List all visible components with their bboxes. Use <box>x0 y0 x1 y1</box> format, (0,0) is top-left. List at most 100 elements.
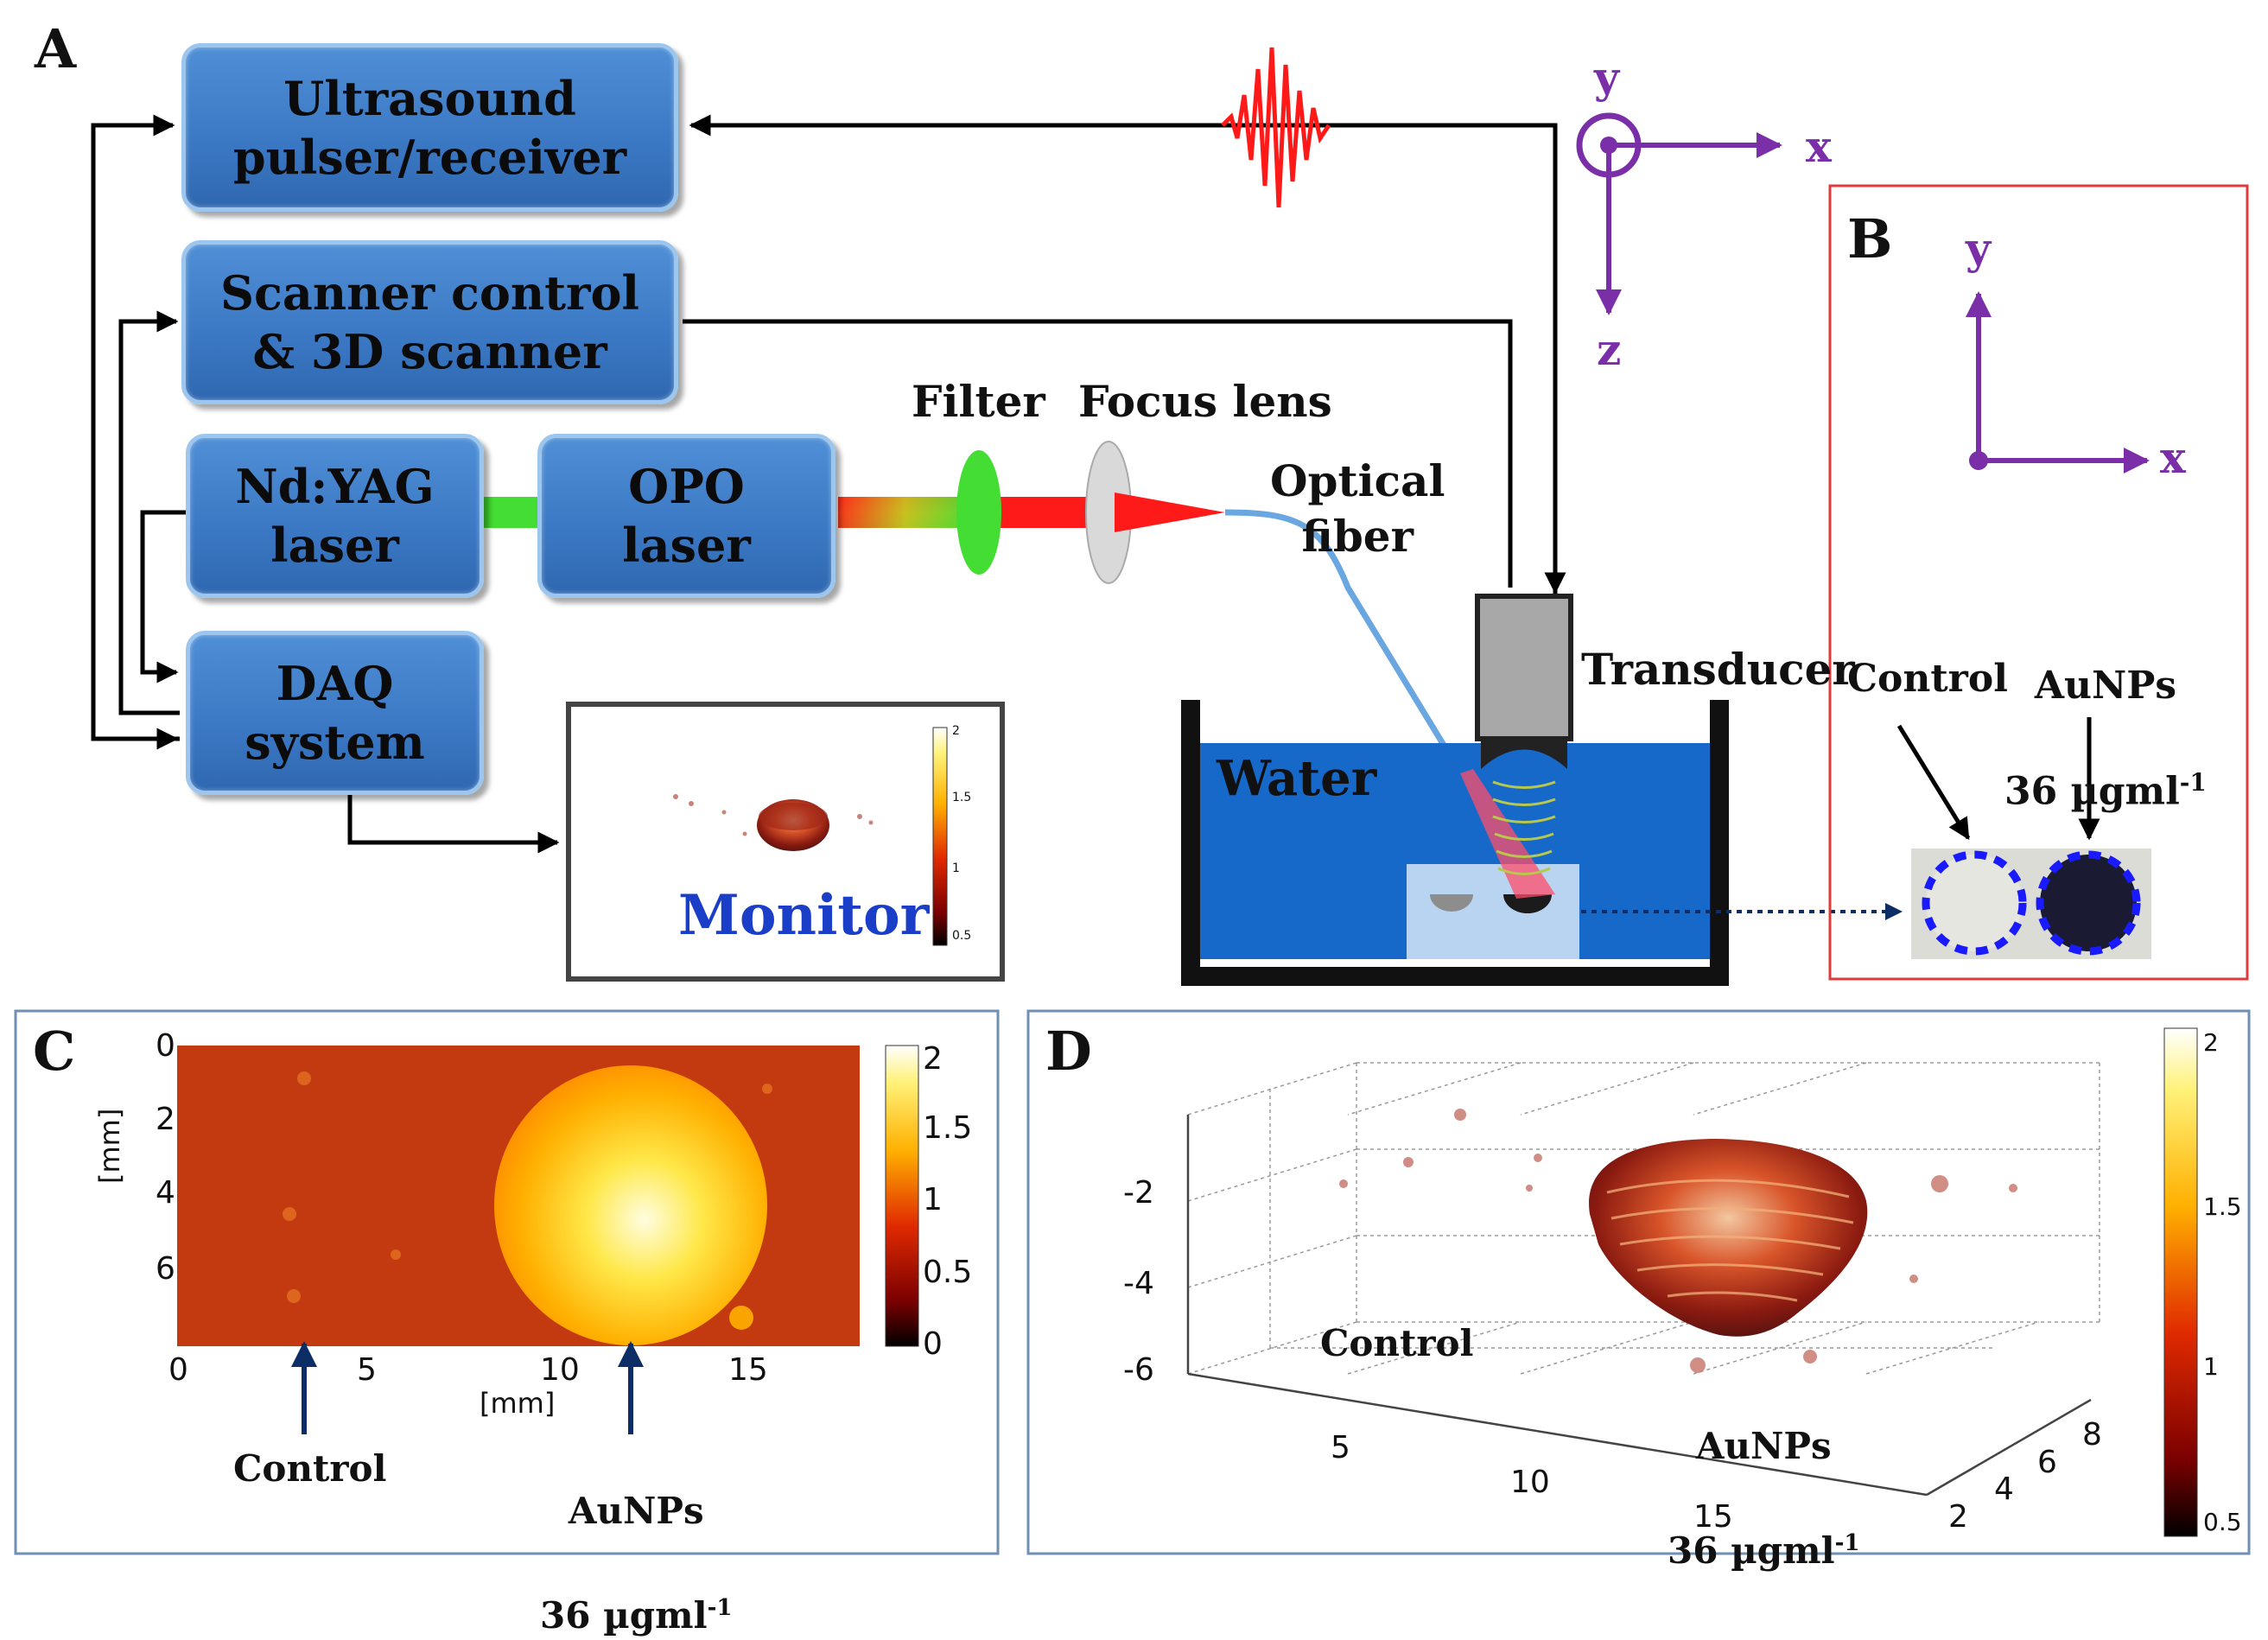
panel-d-aunps-exp: -1 <box>1834 1530 1860 1556</box>
transducer-body <box>1475 594 1573 741</box>
axis-label-y-top: y <box>1594 52 1620 103</box>
control-well <box>1922 850 2027 956</box>
monitor-cbar-tick: 2 <box>952 724 960 738</box>
monitor-cbar-tick: 1 <box>952 861 960 875</box>
panel-c-aunps-exp: -1 <box>707 1595 733 1621</box>
panel-d-xtick: 15 <box>1693 1499 1733 1535</box>
focus-cone <box>1115 493 1225 532</box>
panel-c-aunps-label: AuNPs 36 µgml-1 <box>540 1439 732 1640</box>
connector-daq-ultrasound <box>91 114 180 741</box>
panel-d-ztick: -4 <box>1123 1266 1154 1301</box>
axis-label-z-top: z <box>1597 324 1622 375</box>
diagram-lines <box>14 47 2251 1555</box>
panel-label-a: A <box>35 17 77 80</box>
transducer-face <box>1481 739 1567 769</box>
monitor-label: Monitor <box>678 883 930 948</box>
panel-d-grid <box>1187 1062 2100 1375</box>
daq-system-box: DAQ system <box>186 631 484 795</box>
panel-c-xtick: 0 <box>168 1352 188 1388</box>
panel-c-control-label: Control <box>233 1447 387 1490</box>
panel-b-aunps-label: AuNPs 36 µgml-1 <box>2004 613 2207 817</box>
panel-c-xlabel: [mm] <box>480 1387 556 1420</box>
green-beam-link <box>484 497 537 528</box>
optical-fiber-label: Optical fiber <box>1270 455 1445 562</box>
panel-d-axes <box>1186 1115 2092 1497</box>
aunp-well <box>2036 850 2141 956</box>
panel-d-ytick: 6 <box>2037 1445 2057 1480</box>
panel-label-c: C <box>33 1020 76 1083</box>
panel-d-xtick: 10 <box>1510 1465 1550 1500</box>
panel-d-aunps-line1: AuNPs <box>1695 1425 1832 1467</box>
panel-c-cbar-tick: 0 <box>923 1326 943 1362</box>
panel-c-cbar-tick: 1 <box>923 1182 943 1217</box>
panel-d-ztick: -6 <box>1123 1352 1154 1388</box>
panel-d-cbar-tick: 1 <box>2203 1352 2219 1381</box>
connector-scanner-transducer <box>683 319 1513 588</box>
acoustic-waves <box>1492 780 1556 875</box>
filter-label: Filter <box>912 376 1045 427</box>
panel-c-aunps-line2: 36 µgml <box>540 1594 708 1637</box>
illumination-cone <box>1460 769 1555 899</box>
beam-gradient-h <box>838 497 972 528</box>
panel-d-volume-striations <box>1606 1179 1854 1302</box>
panel-c-ylabel: [mm] <box>93 1108 126 1184</box>
panel-d-cbar-tick: 0.5 <box>2203 1508 2242 1536</box>
ndyag-laser-box: Nd:YAG laser <box>186 434 484 598</box>
phantom-aunp-well <box>1503 894 1552 913</box>
panel-c-ytick: 0 <box>156 1028 175 1064</box>
phantom-control-well <box>1430 894 1473 912</box>
water-label: Water <box>1217 750 1377 807</box>
panel-b-frame <box>1828 184 2249 981</box>
axis-label-x-top: x <box>1806 121 1832 172</box>
connector-daq-scanner <box>118 310 180 715</box>
panel-c-xtick: 5 <box>357 1352 377 1388</box>
panel-c-aunps-line1: AuNPs <box>568 1490 704 1532</box>
panel-d-frame <box>1026 1009 2251 1555</box>
opo-laser-box: OPO laser <box>537 434 835 598</box>
phantom <box>1407 864 1579 959</box>
panel-label-d: D <box>1045 1020 1092 1083</box>
panel-d-specks <box>1339 1109 2017 1373</box>
panel-c-frame <box>14 1009 1000 1555</box>
panel-c-cbar-tick: 0.5 <box>923 1255 973 1290</box>
monitor-cbar-tick: 1.5 <box>952 791 972 804</box>
rf-pulse <box>1221 47 1331 208</box>
panel-c-xtick: 10 <box>540 1352 580 1388</box>
panel-b-aunps-line1: AuNPs <box>2034 664 2177 708</box>
ultrasound-pulser-receiver-box: Ultrasound pulser/receiver <box>181 43 678 212</box>
panel-c-aunp-spot <box>494 1065 767 1345</box>
monitor-colorbar <box>932 727 948 946</box>
figure-canvas: A B C D Ultrasound pulser/receiver Scann… <box>14 17 2251 1637</box>
panel-d-cbar-tick: 1.5 <box>2203 1192 2242 1221</box>
focus-lens-label: Focus lens <box>1078 376 1332 427</box>
panel-b-control-label: Control <box>1847 657 2008 701</box>
arrow-control <box>1896 724 1971 841</box>
optical-fiber <box>1224 509 1471 788</box>
panel-d-ztick: -2 <box>1123 1175 1154 1211</box>
connector-ndyag-daq <box>140 510 186 683</box>
panel-d-colorbar <box>2163 1027 2198 1537</box>
panel-d-ytick: 2 <box>1948 1499 1968 1535</box>
panel-c-colorbar <box>885 1045 919 1347</box>
transducer-label: Transducer <box>1581 644 1855 695</box>
panel-c-cbar-tick: 1.5 <box>923 1110 973 1146</box>
panel-d-ytick: 8 <box>2082 1417 2102 1452</box>
connector-daq-monitor <box>347 795 560 854</box>
panel-label-b: B <box>1847 207 1893 270</box>
panel-c-cbar-tick: 2 <box>923 1041 943 1077</box>
monitor-volume-top <box>759 803 828 830</box>
panel-d-aunps-line2: 36 µgml <box>1668 1529 1835 1572</box>
axis-label-y-b: y <box>1966 223 1992 274</box>
tank <box>1181 700 1729 986</box>
axis-b-origin <box>1969 451 1988 470</box>
panel-d-aunps-label: AuNPs 36 µgml-1 <box>1668 1374 1859 1575</box>
panel-c-ytick: 4 <box>156 1175 175 1211</box>
connector-transducer-ultrasound <box>689 114 1558 596</box>
axis-label-x-b: x <box>2160 432 2186 483</box>
panel-b-aunps-exp: -1 <box>2179 768 2207 797</box>
panel-c-xtick: 15 <box>728 1352 768 1388</box>
panel-d-control-label: Control <box>1320 1322 1474 1364</box>
panel-c-ytick: 2 <box>156 1102 175 1137</box>
monitor-cbar-tick: 0.5 <box>952 929 972 943</box>
filter-lens <box>956 450 1001 575</box>
